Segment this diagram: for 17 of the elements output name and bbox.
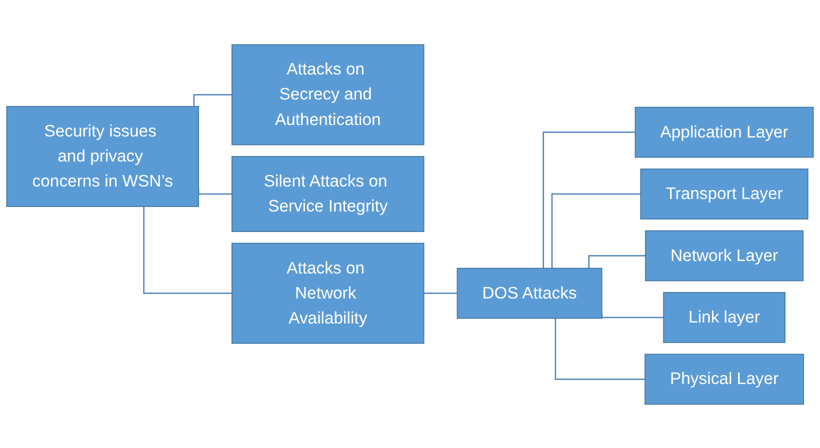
node-box: Transport Layer [640,168,808,219]
connector [588,254,646,268]
node-box: Physical Layer [644,353,804,404]
node-box: DOS Attacks [456,267,602,318]
connector [551,192,641,268]
node-box: Network Layer [645,230,804,281]
node-box: Security issues and privacy concerns in WSN’s [6,106,199,206]
connector [554,318,645,380]
node-box: Attacks on Secrecy and Authentication [232,44,424,145]
connector [143,206,232,294]
connector [193,94,232,106]
connector [542,131,636,268]
node-box: Application Layer [634,106,814,158]
connector [423,292,458,294]
node-box: Link layer [663,292,786,342]
node-box: Attacks on Network Availability [232,242,424,344]
node-box: Silent Attacks on Service Integrity [232,156,424,232]
